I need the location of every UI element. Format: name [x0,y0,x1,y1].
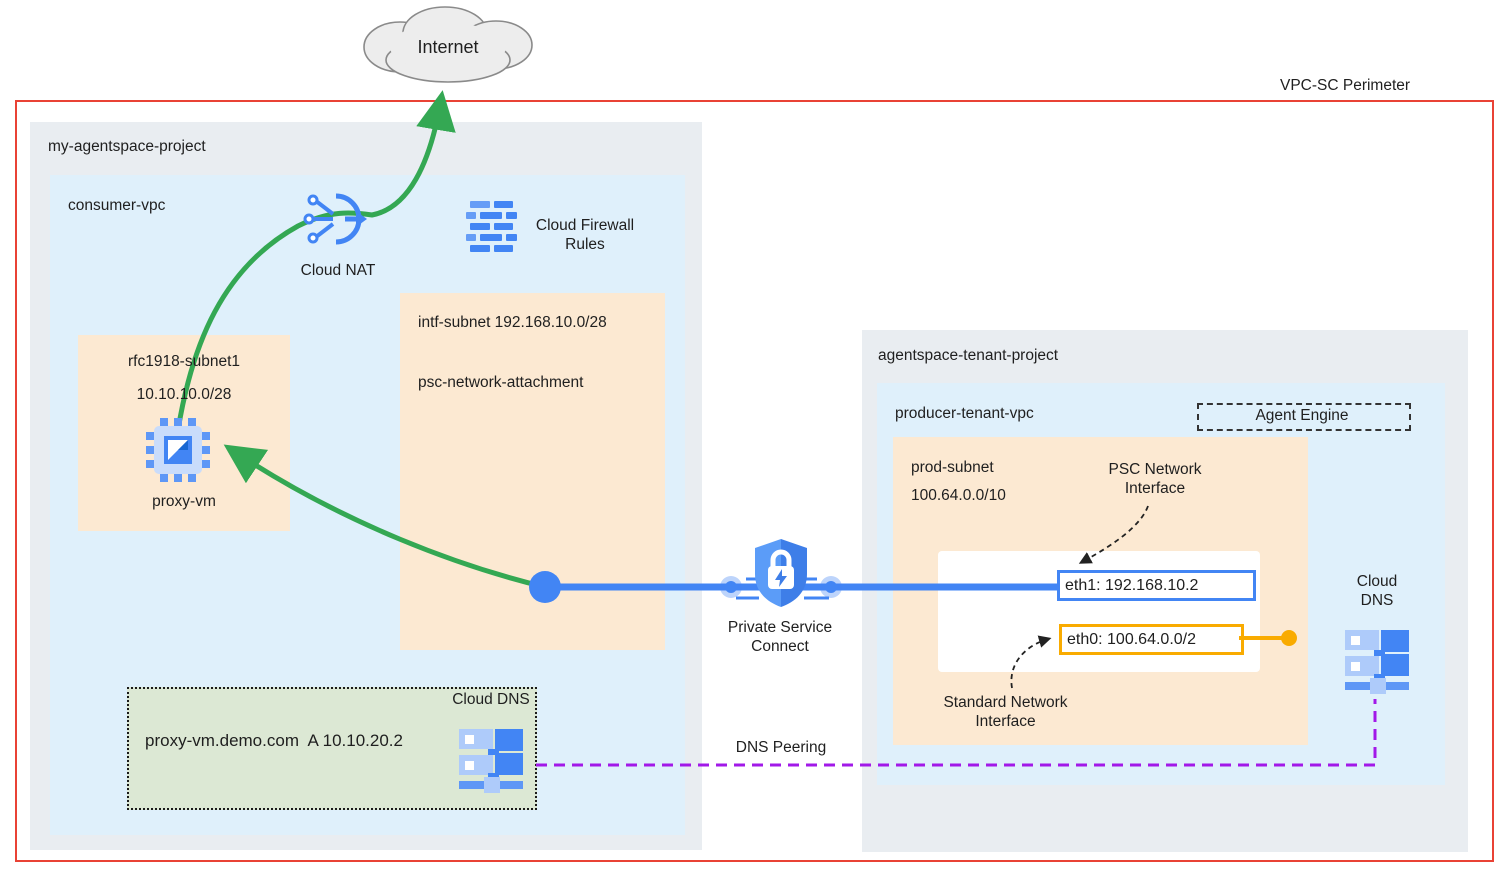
psc-network-interface-label: PSC Network Interface [1108,461,1202,498]
rfc1918-subnet-cidr: 10.10.10.0/28 [136,386,232,403]
prod-subnet-cidr: 100.64.0.0/10 [911,487,1006,504]
internet-cloud-icon: Internet [363,6,533,83]
dns-record-text: proxy-vm.demo.com A 10.10.20.2 [145,731,403,750]
cloud-firewall-rules-label: Cloud Firewall Rules [535,217,635,254]
cloud-nat-label: Cloud NAT [300,262,376,279]
agentspace-tenant-project-label: agentspace-tenant-project [878,347,1059,364]
eth0-interface-box: eth0: 100.64.0.0/2 [1059,624,1244,655]
agent-engine-box [1197,403,1411,431]
compute-engine-icon [146,418,210,482]
consumer-vpc-label: consumer-vpc [68,197,166,214]
standard-network-interface-label: Standard Network Interface [943,694,1068,731]
eth1-interface-box: eth1: 192.168.10.2 [1057,570,1256,601]
private-service-connect-label: Private Service Connect [727,619,833,656]
intf-subnet-box [400,293,665,650]
cloud-nat-icon [303,193,367,245]
my-agentspace-project-label: my-agentspace-project [48,138,206,155]
internet-label: Internet [417,37,478,57]
cloud-dns-icon-right [1345,630,1409,694]
vpc-sc-perimeter-label: VPC-SC Perimeter [1280,77,1411,94]
dns-peering-label: DNS Peering [735,739,827,756]
psc-network-attachment-label: psc-network-attachment [418,374,584,391]
agent-engine-label: Agent Engine [1255,407,1349,424]
psc-shield-icon [755,539,807,607]
proxy-vm-label: proxy-vm [152,493,216,510]
cloud-firewall-icon [466,201,517,252]
cloud-dns-icon-left [459,729,523,793]
cloud-dns-left-label: Cloud DNS [452,691,530,708]
vpc-sc-perimeter-box [15,100,1494,862]
cloud-dns-right-label: Cloud DNS [1356,573,1398,610]
producer-tenant-vpc-label: producer-tenant-vpc [895,405,1034,422]
intf-subnet-label: intf-subnet 192.168.10.0/28 [418,314,607,331]
rfc1918-subnet-label: rfc1918-subnet1 [127,353,241,370]
prod-subnet-label: prod-subnet [911,459,994,476]
